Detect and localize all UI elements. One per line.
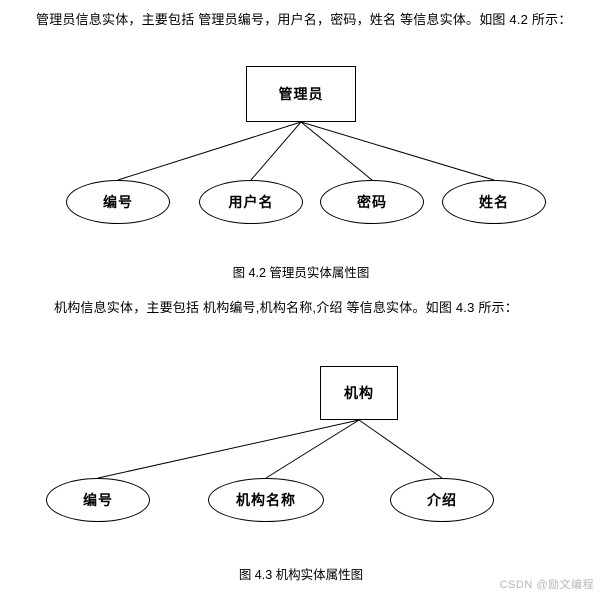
attribute-node-admin-1: 用户名 — [199, 180, 303, 224]
attribute-node-admin-3: 姓名 — [442, 180, 546, 224]
paragraph-org-entity-text: 机构信息实体，主要包括 机构编号,机构名称,介绍 等信息实体。如图 4.3 所示… — [54, 300, 518, 315]
figure-admin-edges — [117, 121, 495, 181]
attribute-node-org-1: 机构名称 — [208, 478, 324, 522]
attribute-node-org-0-label: 编号 — [83, 492, 113, 508]
attribute-node-admin-3-label: 姓名 — [479, 194, 509, 210]
figure-caption-4-3: 图 4.3 机构实体属性图 — [238, 568, 364, 582]
figure-caption-4-2: 图 4.2 管理员实体属性图 — [232, 266, 370, 280]
figure-admin-entity-diagram: 管理员 编号 用户名 密码 姓名 — [0, 58, 602, 258]
attribute-node-admin-2-label: 密码 — [357, 194, 387, 210]
entity-node-admin: 管理员 — [246, 66, 356, 122]
paragraph-org-entity: 机构信息实体，主要包括 机构编号,机构名称,介绍 等信息实体。如图 4.3 所示… — [36, 296, 576, 320]
attribute-node-admin-0-label: 编号 — [103, 194, 133, 210]
attribute-node-admin-1-label: 用户名 — [228, 194, 274, 210]
entity-node-org: 机构 — [320, 366, 398, 420]
entity-node-admin-label: 管理员 — [278, 86, 324, 102]
attribute-node-admin-2: 密码 — [320, 180, 424, 224]
entity-node-org-label: 机构 — [344, 385, 374, 401]
attribute-node-org-2: 介绍 — [390, 478, 494, 522]
attribute-node-org-0: 编号 — [46, 478, 150, 522]
paragraph-admin-entity-text: 管理员信息实体，主要包括 管理员编号，用户名，密码，姓名 等信息实体。如图 4.… — [36, 12, 572, 27]
paragraph-admin-entity: 管理员信息实体，主要包括 管理员编号，用户名，密码，姓名 等信息实体。如图 4.… — [36, 8, 576, 32]
attribute-node-org-1-label: 机构名称 — [236, 492, 296, 508]
figure-org-edges — [97, 419, 443, 479]
attribute-node-admin-0: 编号 — [66, 180, 170, 224]
watermark: CSDN @励文编程 — [499, 579, 594, 591]
attribute-node-org-2-label: 介绍 — [427, 492, 457, 508]
figure-org-entity-diagram: 机构 编号 机构名称 介绍 — [0, 358, 602, 558]
